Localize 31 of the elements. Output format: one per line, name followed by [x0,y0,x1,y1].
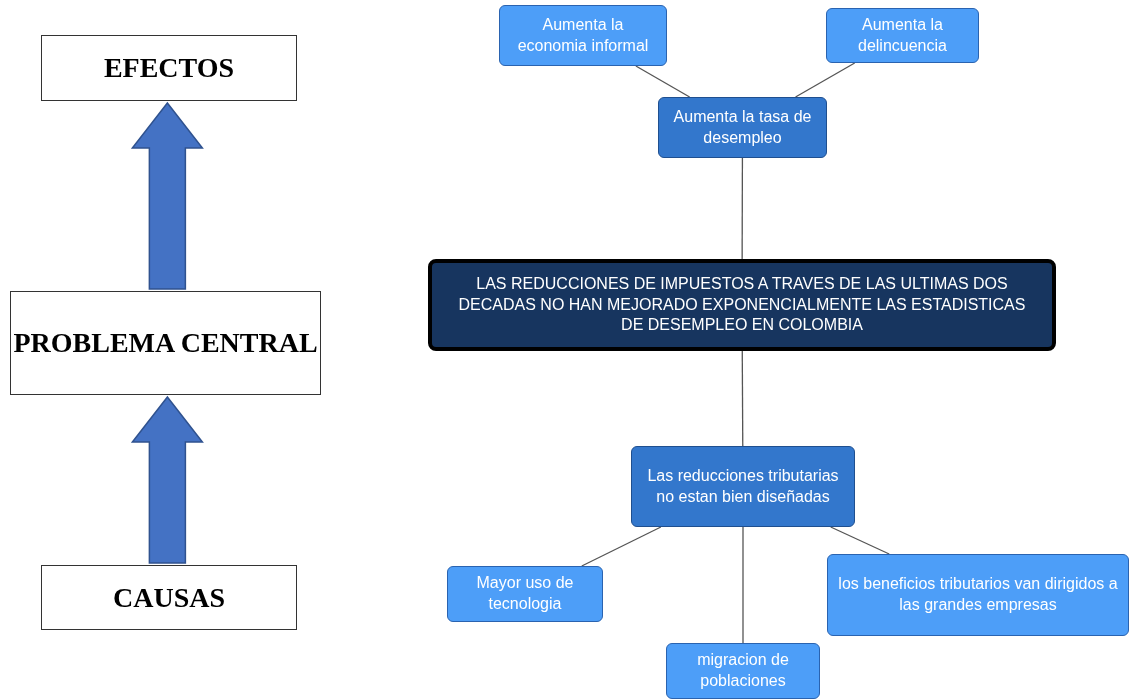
concept-box [666,643,820,699]
connector-line [741,350,744,447]
node-text: los beneficios tributarios van dirigidos a las grandes empresas [837,574,1119,615]
block-arrow [130,101,204,290]
node-text: migracion de poblaciones [696,650,790,691]
concept-box [827,554,1129,636]
label-box [41,565,297,630]
concept-box [631,446,855,527]
block-arrow [130,395,204,564]
label-box [10,291,321,395]
node-text: Aumenta la economia informal [516,14,650,56]
central-problem-box [428,259,1056,351]
node-text: EFECTOS [103,51,235,85]
concept-box [658,97,827,158]
node-text: LAS REDUCCIONES DE IMPUESTOS A TRAVES DE LAS ULTIMAS DOS DECADAS NO HAN MEJORADO EXPONENCIALMENTE LAS ESTADISTICAS DE DESEMPLEO EN COLOMBIA [457,273,1027,336]
label-box [41,35,297,101]
node-text: Las reducciones tributarias no estan bien diseñadas [646,465,840,507]
concept-box [499,5,667,66]
connector-line [741,157,744,260]
connector-line [635,65,691,98]
connector-line [581,526,662,567]
node-text: CAUSAS [113,580,225,615]
concept-box [826,8,979,63]
connector-line [794,62,856,98]
concept-box [447,566,603,622]
connector-line [830,526,890,555]
node-text: PROBLEMA CENTRAL [13,326,318,360]
node-text: Mayor uso de tecnologia [475,573,575,614]
connector-line [742,526,744,644]
node-text: Aumenta la delincuencia [857,14,948,56]
node-text: Aumenta la tasa de desempleo [672,106,813,148]
